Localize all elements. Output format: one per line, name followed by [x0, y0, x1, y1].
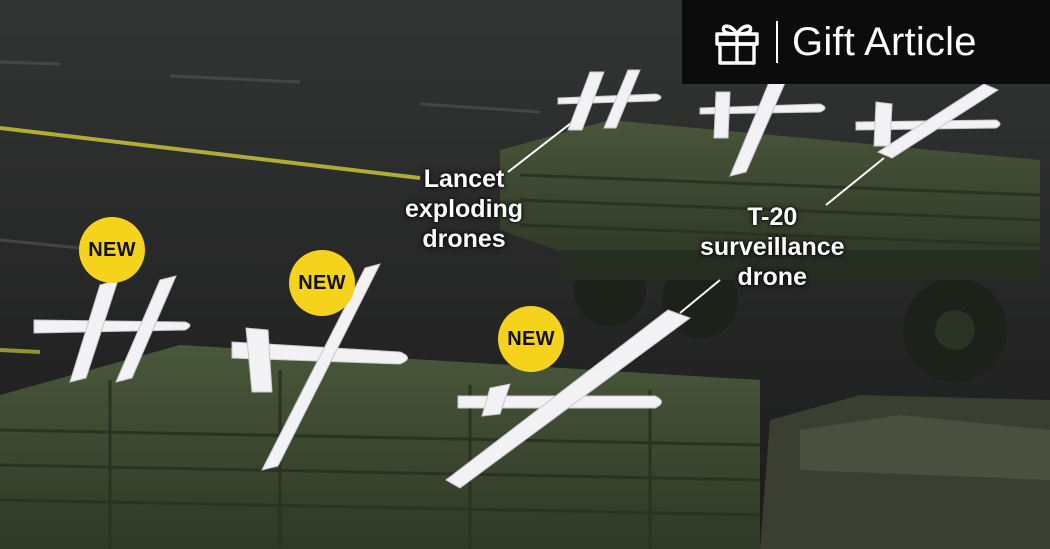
- armored-vehicle: [760, 395, 1050, 549]
- t20-label-line-3: drone: [737, 263, 807, 291]
- t20-label-line-1: T-20: [747, 203, 798, 231]
- new-badge-3: NEW: [498, 306, 564, 372]
- leader-lines: [507, 119, 885, 314]
- rear-drone-2: [699, 75, 826, 177]
- t20-label-line-2: surveillance: [700, 233, 845, 261]
- rear-truck: [500, 120, 1041, 382]
- gift-divider: [776, 21, 778, 63]
- lancet-label: Lancet exploding drones: [405, 164, 523, 254]
- rear-drone-1: [557, 69, 662, 131]
- road-yellow-line-2: [0, 348, 41, 354]
- road-markings: [0, 60, 541, 250]
- front-truck: [0, 345, 761, 549]
- t20-label: T-20 surveillance drone: [700, 202, 845, 292]
- lancet-label-line-2: exploding: [405, 195, 524, 223]
- road-yellow-line: [0, 126, 421, 180]
- lancet-drone-2: [231, 263, 408, 471]
- lancet-label-line-3: drones: [422, 225, 506, 253]
- new-badge-2: NEW: [289, 250, 355, 316]
- t20-surveillance-drone: [855, 83, 1001, 159]
- gift-article-label: Gift Article: [792, 19, 977, 64]
- lancet-label-line-1: Lancet: [423, 165, 505, 193]
- gift-article-button[interactable]: Gift Article: [682, 0, 1050, 84]
- new-badge-1: NEW: [79, 217, 145, 283]
- lancet-drone-1: [33, 275, 191, 383]
- lancet-drone-3: [445, 309, 692, 489]
- gift-icon: [715, 24, 759, 65]
